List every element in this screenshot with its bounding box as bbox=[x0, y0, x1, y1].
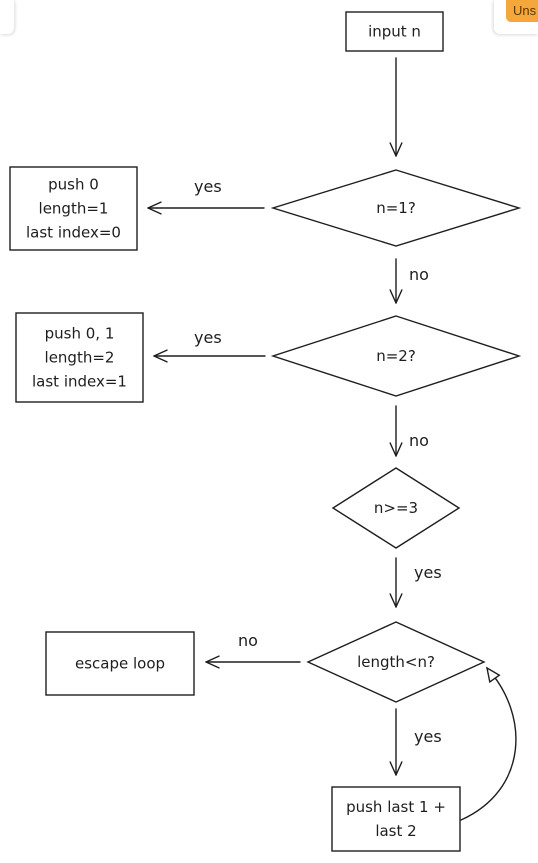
edge-arrowhead bbox=[389, 442, 403, 457]
edges-layer: yes no yes no yes no yes bbox=[147, 57, 517, 821]
node-shape-rect bbox=[331, 786, 461, 852]
node-shape-diamond bbox=[331, 467, 461, 549]
node-label-line: last index=0 bbox=[26, 224, 121, 242]
edge-arrowhead bbox=[486, 666, 501, 684]
edge-label: yes bbox=[414, 563, 442, 582]
node-shape-rect bbox=[45, 631, 195, 696]
node-cond1[interactable]: n=1? bbox=[270, 169, 522, 247]
edge-pushsum-to-loopcond[interactable] bbox=[460, 666, 517, 821]
node-loopcond[interactable]: length<n? bbox=[306, 621, 486, 703]
unsaved-status-badge[interactable]: Uns bbox=[506, 0, 538, 22]
node-label: push 0 length=1 last index=0 bbox=[26, 176, 121, 242]
node-label: n>=3 bbox=[374, 499, 418, 517]
edge-loopcond-to-pushsum[interactable]: yes bbox=[389, 708, 442, 776]
node-label-line: push 0 bbox=[48, 176, 99, 194]
node-label: n=2? bbox=[376, 347, 416, 365]
node-cond3[interactable]: n>=3 bbox=[331, 467, 461, 549]
edge-arrowhead bbox=[205, 655, 220, 669]
node-label-line: input n bbox=[368, 23, 421, 41]
node-label: push last 1 + last 2 bbox=[346, 798, 446, 840]
edge-arrowhead bbox=[153, 349, 168, 363]
left-panel-corner bbox=[0, 0, 14, 34]
node-label-line: last index=1 bbox=[32, 373, 127, 391]
node-shape-diamond bbox=[270, 169, 522, 247]
nodes-layer: input n push 0 length=1 last index=0 n=1? pus… bbox=[9, 11, 522, 852]
node-label-line: length=2 bbox=[45, 349, 115, 367]
edge-label: no bbox=[409, 265, 429, 284]
node-shape-rect bbox=[9, 166, 138, 251]
node-label-line: length<n? bbox=[357, 653, 435, 671]
edge-cond1-to-push0[interactable]: yes bbox=[147, 177, 265, 215]
node-label: length<n? bbox=[357, 653, 435, 671]
node-label-line: escape loop bbox=[75, 655, 165, 673]
node-label-line: n=1? bbox=[376, 199, 416, 217]
node-label-line: push last 1 + bbox=[346, 798, 446, 816]
node-label-line: n>=3 bbox=[374, 499, 418, 517]
node-label-line: last 2 bbox=[375, 822, 416, 840]
node-shape-rect bbox=[345, 11, 444, 52]
edge-arrowhead bbox=[147, 201, 162, 215]
edge-label: no bbox=[409, 431, 429, 450]
node-label: n=1? bbox=[376, 199, 416, 217]
edge-arrowhead bbox=[389, 142, 403, 157]
edge-label: yes bbox=[194, 177, 222, 196]
edge-cond2-to-cond3[interactable]: no bbox=[389, 405, 429, 457]
node-label-line: n=2? bbox=[376, 347, 416, 365]
edge-label: yes bbox=[194, 328, 222, 347]
edge-arrowhead bbox=[389, 289, 403, 304]
edge-cond1-to-cond2[interactable]: no bbox=[389, 258, 429, 304]
node-pushsum[interactable]: push last 1 + last 2 bbox=[331, 786, 461, 852]
edge-arrowhead bbox=[389, 593, 403, 608]
node-input[interactable]: input n bbox=[345, 11, 444, 52]
edge-loopcond-to-escape[interactable]: no bbox=[205, 631, 301, 669]
node-label: input n bbox=[368, 23, 421, 41]
edge-label: no bbox=[238, 631, 258, 650]
edge-cond2-to-push01[interactable]: yes bbox=[153, 328, 266, 363]
node-push0[interactable]: push 0 length=1 last index=0 bbox=[9, 166, 138, 251]
node-push01[interactable]: push 0, 1 length=2 last index=1 bbox=[15, 312, 144, 403]
node-cond2[interactable]: n=2? bbox=[270, 315, 522, 397]
node-label-line: push 0, 1 bbox=[45, 325, 115, 343]
edge-line bbox=[460, 667, 517, 821]
node-escape[interactable]: escape loop bbox=[45, 631, 195, 696]
edge-cond3-to-loopcond[interactable]: yes bbox=[389, 557, 442, 608]
node-label: escape loop bbox=[75, 655, 165, 673]
edge-arrowhead bbox=[389, 761, 403, 776]
node-label-line: length=1 bbox=[39, 200, 109, 218]
node-label: push 0, 1 length=2 last index=1 bbox=[32, 325, 127, 391]
node-shape-diamond bbox=[270, 315, 522, 397]
edge-input-to-cond1[interactable] bbox=[389, 57, 403, 157]
node-shape-diamond bbox=[306, 621, 486, 703]
node-shape-rect bbox=[15, 312, 144, 403]
edge-label: yes bbox=[414, 727, 442, 746]
